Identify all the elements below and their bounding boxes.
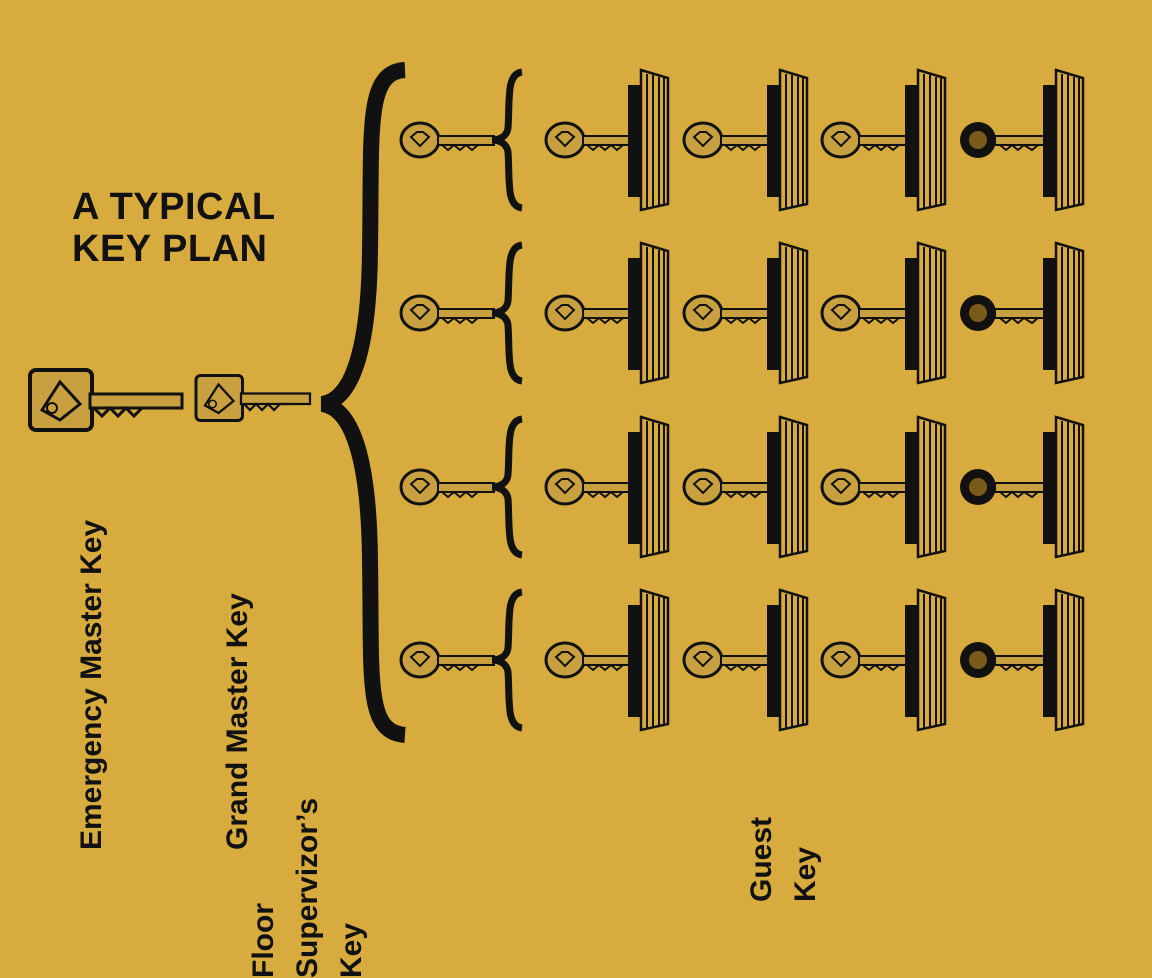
- floor-row-2: [399, 241, 1085, 385]
- title-line-1: A TYPICAL: [72, 186, 276, 228]
- floor-brace: [492, 419, 522, 555]
- floor-brace: [492, 592, 522, 728]
- guest-lock-1: [544, 588, 670, 732]
- floor-row-1: [399, 68, 1085, 212]
- guest-lock-1: [544, 415, 670, 559]
- grand-master-key-icon: [194, 374, 312, 422]
- floor-row-4: [399, 588, 1085, 732]
- title-line-2: KEY PLAN: [72, 228, 268, 270]
- guest-key-label: Guest Key: [745, 816, 822, 902]
- grand-master-brace: [320, 62, 407, 743]
- emergency-master-key-label: Emergency Master Key: [75, 519, 108, 850]
- guest-lock-3: [820, 588, 947, 732]
- guest-lock-2: [682, 588, 809, 732]
- diagram-title: A TYPICAL KEY PLAN: [72, 186, 276, 270]
- guest-lock-4: [959, 68, 1085, 212]
- floor-supervisor-key-icon: [399, 468, 496, 506]
- key-plan-diagram: [28, 62, 1085, 743]
- floor-supervisor-key-icon: [399, 121, 496, 159]
- guest-lock-4: [959, 588, 1085, 732]
- guest-lock-4: [959, 241, 1085, 385]
- guest-lock-1: [544, 241, 670, 385]
- guest-lock-3: [820, 241, 947, 385]
- floor-brace: [492, 245, 522, 381]
- guest-lock-3: [820, 415, 947, 559]
- floor-supervisor-key-label: Floor Supervizor’s Key: [247, 797, 368, 978]
- floor-supervisor-key-icon: [399, 294, 496, 332]
- guest-lock-3: [820, 68, 947, 212]
- guest-lock-2: [682, 241, 809, 385]
- guest-lock-1: [544, 68, 670, 212]
- guest-lock-2: [682, 415, 809, 559]
- guest-lock-2: [682, 68, 809, 212]
- floor-brace: [492, 72, 522, 208]
- floor-row-3: [399, 415, 1085, 559]
- guest-lock-4: [959, 415, 1085, 559]
- floor-supervisor-key-icon: [399, 641, 496, 679]
- emergency-master-key-icon: [28, 368, 184, 432]
